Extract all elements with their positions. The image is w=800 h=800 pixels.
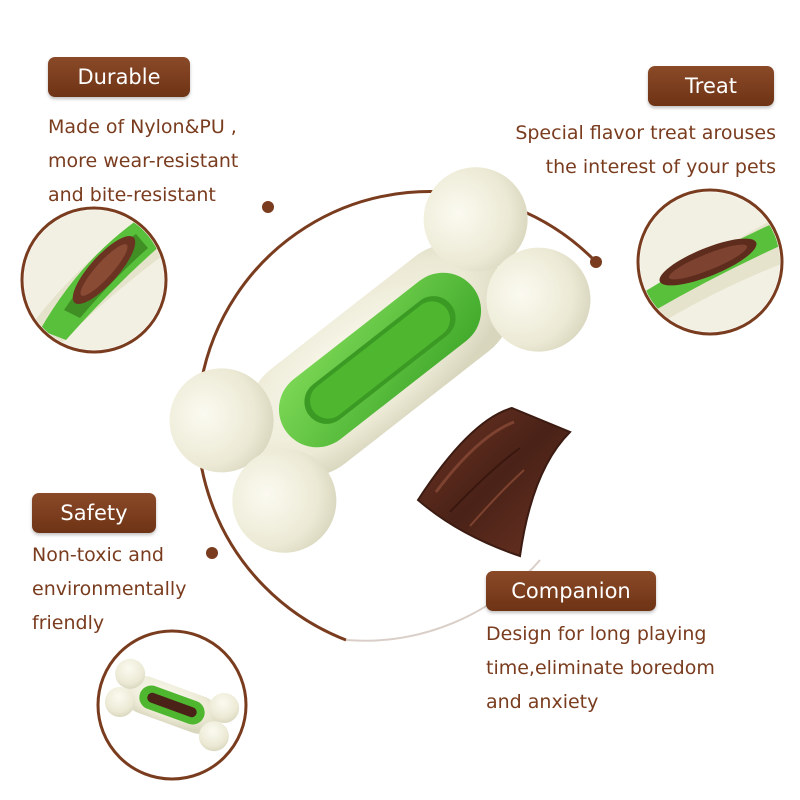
ring-dot-right <box>590 256 602 268</box>
safety-line: friendly <box>32 612 105 634</box>
companion-badge: Companion <box>486 571 656 611</box>
small-toy-image <box>96 629 248 781</box>
treat-line: Special flavor treat arouses <box>515 122 776 144</box>
durable-line: and bite-resistant <box>48 184 216 206</box>
safety-description: Non-toxic and environmentally friendly <box>32 538 186 640</box>
companion-line: and anxiety <box>486 691 599 713</box>
detail-left-image <box>20 206 168 354</box>
companion-description: Design for long playing time,eliminate b… <box>486 617 715 719</box>
treat-badge: Treat <box>648 66 774 106</box>
treat-image <box>416 406 572 558</box>
durable-line: Made of Nylon&PU , <box>48 116 237 138</box>
treat-line: the interest of your pets <box>545 156 776 178</box>
detail-right-image <box>636 188 784 336</box>
durable-description: Made of Nylon&PU , more wear-resistant a… <box>48 110 238 212</box>
durable-badge: Durable <box>48 57 190 97</box>
safety-badge: Safety <box>32 493 156 533</box>
durable-line: more wear-resistant <box>48 150 239 172</box>
bone-toy-image <box>169 167 591 553</box>
companion-line: Design for long playing <box>486 623 707 645</box>
companion-line: time,eliminate boredom <box>486 657 715 679</box>
treat-description: Special flavor treat arouses the interes… <box>515 116 776 184</box>
safety-line: Non-toxic and <box>32 544 164 566</box>
ring-dot-left <box>206 547 218 559</box>
ring-dot-top <box>262 201 274 213</box>
safety-line: environmentally <box>32 578 187 600</box>
